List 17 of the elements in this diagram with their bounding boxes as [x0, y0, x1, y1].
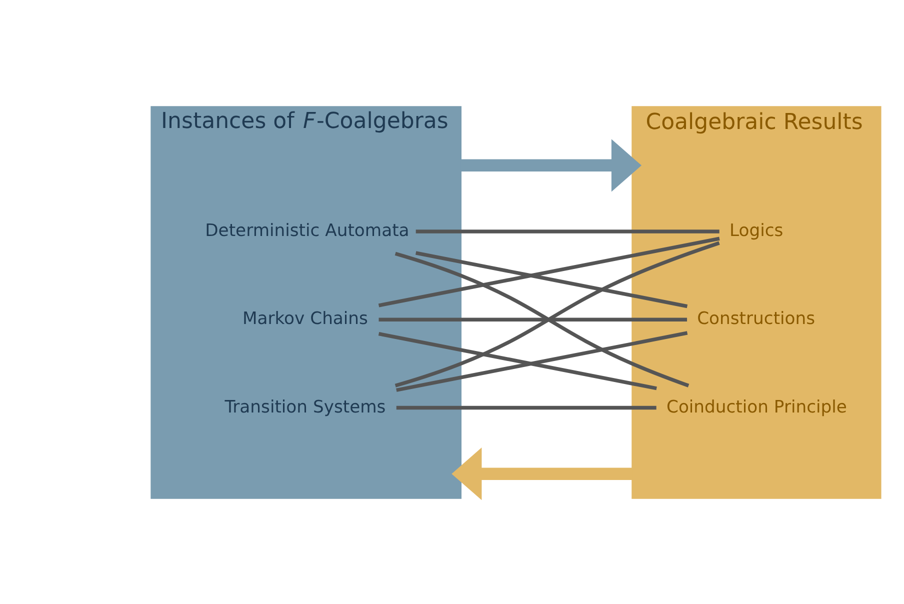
connector [378, 236, 720, 307]
node-text: Coinduction Principle [666, 396, 847, 417]
connector [394, 251, 690, 387]
connector [396, 330, 688, 392]
node-text: Deterministic Automata [205, 220, 410, 241]
connector [378, 332, 657, 390]
node-text: Constructions [697, 308, 816, 329]
arrow [460, 138, 642, 192]
node-text: Transition Systems [224, 396, 386, 417]
node-text: Logics [730, 220, 784, 241]
connector [416, 250, 688, 308]
connector [416, 229, 720, 233]
arrow [452, 447, 632, 500]
connector [396, 405, 656, 410]
connector [394, 240, 720, 387]
connector [378, 317, 688, 321]
node-text: Markov Chains [242, 308, 368, 329]
